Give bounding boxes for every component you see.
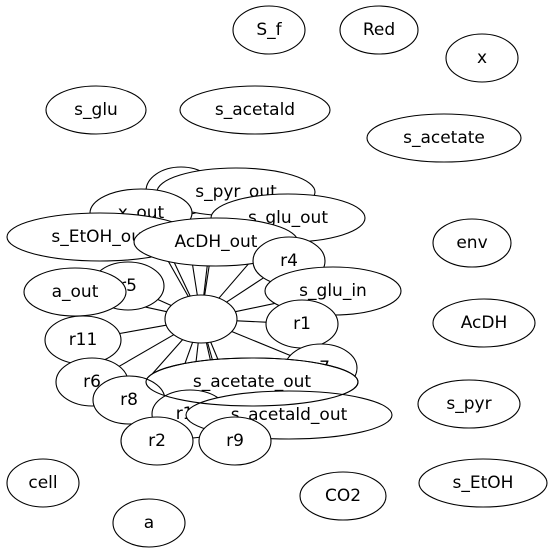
node-s_glu-label: s_glu xyxy=(74,100,118,120)
node-S_f: S_f xyxy=(232,5,306,55)
overlay-layer xyxy=(145,357,359,407)
node-s_acetald-label: s_acetald xyxy=(215,100,295,120)
node-r11-label: r11 xyxy=(69,330,98,350)
node-a_out-label: a_out xyxy=(52,282,99,302)
node-s_pyr-ellipse xyxy=(417,379,521,429)
edge-hub-s_glu_in xyxy=(235,302,275,313)
node-r8-label: r8 xyxy=(120,390,138,410)
node-r6-label: r6 xyxy=(83,372,101,392)
node-cell: cell xyxy=(6,458,80,508)
node-s_acetald-ellipse xyxy=(179,85,331,135)
node-s_acetald_out-label: s_acetald_out xyxy=(231,405,348,425)
edge-hub-r4 xyxy=(226,277,264,303)
node-r9-label: r9 xyxy=(226,431,244,451)
node-s_EtOH-ellipse xyxy=(418,458,548,508)
edge-hub-r11 xyxy=(119,324,167,335)
node-cell-label: cell xyxy=(28,473,57,493)
node-hub-ellipse xyxy=(164,294,238,344)
node-a-ellipse xyxy=(112,498,186,548)
node-s_pyr: s_pyr xyxy=(417,379,521,429)
edge-hub-r5 xyxy=(157,298,172,307)
node-s_acetate_out-outline xyxy=(145,357,359,407)
node-x-label: x xyxy=(477,48,487,68)
node-S_f-label: S_f xyxy=(256,20,282,40)
node-s_acetald: s_acetald xyxy=(179,85,331,135)
node-r2-ellipse xyxy=(120,416,194,466)
node-s_pyr-label: s_pyr xyxy=(446,394,491,414)
node-r2-label: r2 xyxy=(148,431,166,451)
edge-hub-r7 xyxy=(231,330,291,357)
node-r1: r1 xyxy=(265,299,339,349)
node-s_acetate-ellipse xyxy=(366,113,522,163)
node-r8: r8 xyxy=(92,375,166,425)
node-AcDH-ellipse xyxy=(432,298,536,348)
node-hub xyxy=(164,294,238,344)
node-s_EtOH_out-label: s_EtOH_out xyxy=(51,227,149,247)
node-s_EtOH: s_EtOH xyxy=(418,458,548,508)
node-env: env xyxy=(432,218,512,268)
node-r2: r2 xyxy=(120,416,194,466)
node-a_out: a_out xyxy=(23,267,127,317)
node-s_acetate: s_acetate xyxy=(366,113,522,163)
node-AcDH-label: AcDH xyxy=(461,313,508,333)
node-s_glu: s_glu xyxy=(45,85,147,135)
node-s_acetate-label: s_acetate xyxy=(403,128,485,148)
node-Red-label: Red xyxy=(363,20,395,40)
node-r4-label: r4 xyxy=(280,251,298,271)
node-S_f-ellipse xyxy=(232,5,306,55)
node-CO2-label: CO2 xyxy=(325,486,361,506)
node-cell-ellipse xyxy=(6,458,80,508)
node-a-label: a xyxy=(144,513,154,533)
edge-hub-r6 xyxy=(118,334,175,367)
node-s_glu-ellipse xyxy=(45,85,147,135)
node-s_EtOH-label: s_EtOH xyxy=(453,473,514,493)
node-Red: Red xyxy=(339,5,419,55)
node-r9: r9 xyxy=(198,416,272,466)
node-a: a xyxy=(112,498,186,548)
node-r9-ellipse xyxy=(198,416,272,466)
node-s_glu_in-label: s_glu_in xyxy=(299,281,367,301)
edge-hub-r1 xyxy=(236,320,267,323)
node-s_acetate_out-label: s_acetate_out xyxy=(193,372,311,392)
node-r1-label: r1 xyxy=(293,314,311,334)
node-CO2: CO2 xyxy=(299,471,387,521)
node-CO2-ellipse xyxy=(299,471,387,521)
node-AcDH_out-label: AcDH_out xyxy=(175,232,258,252)
node-x-ellipse xyxy=(445,33,519,83)
node-Red-ellipse xyxy=(339,5,419,55)
node-x: x xyxy=(445,33,519,83)
node-env-ellipse xyxy=(432,218,512,268)
node-r11: r11 xyxy=(44,315,122,365)
node-AcDH: AcDH xyxy=(432,298,536,348)
node-env-label: env xyxy=(456,233,487,253)
